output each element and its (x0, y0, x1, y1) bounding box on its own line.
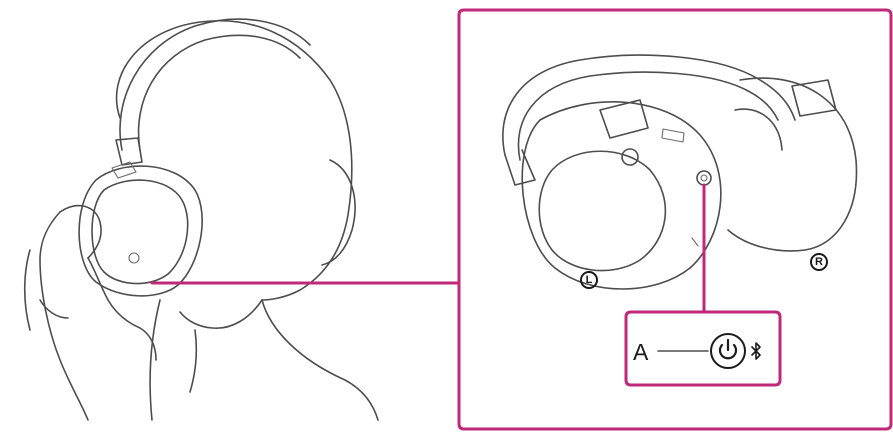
button-a-label: A (633, 339, 648, 365)
headband (116, 19, 310, 165)
power-icon (711, 334, 745, 368)
bluetooth-icon (752, 343, 760, 359)
headphones-product (503, 55, 857, 289)
worn-right-earcup (322, 160, 355, 265)
right-side-label: R (810, 253, 828, 271)
left-side-label: L (580, 271, 598, 289)
button-inset (626, 312, 780, 385)
hand (25, 206, 156, 420)
